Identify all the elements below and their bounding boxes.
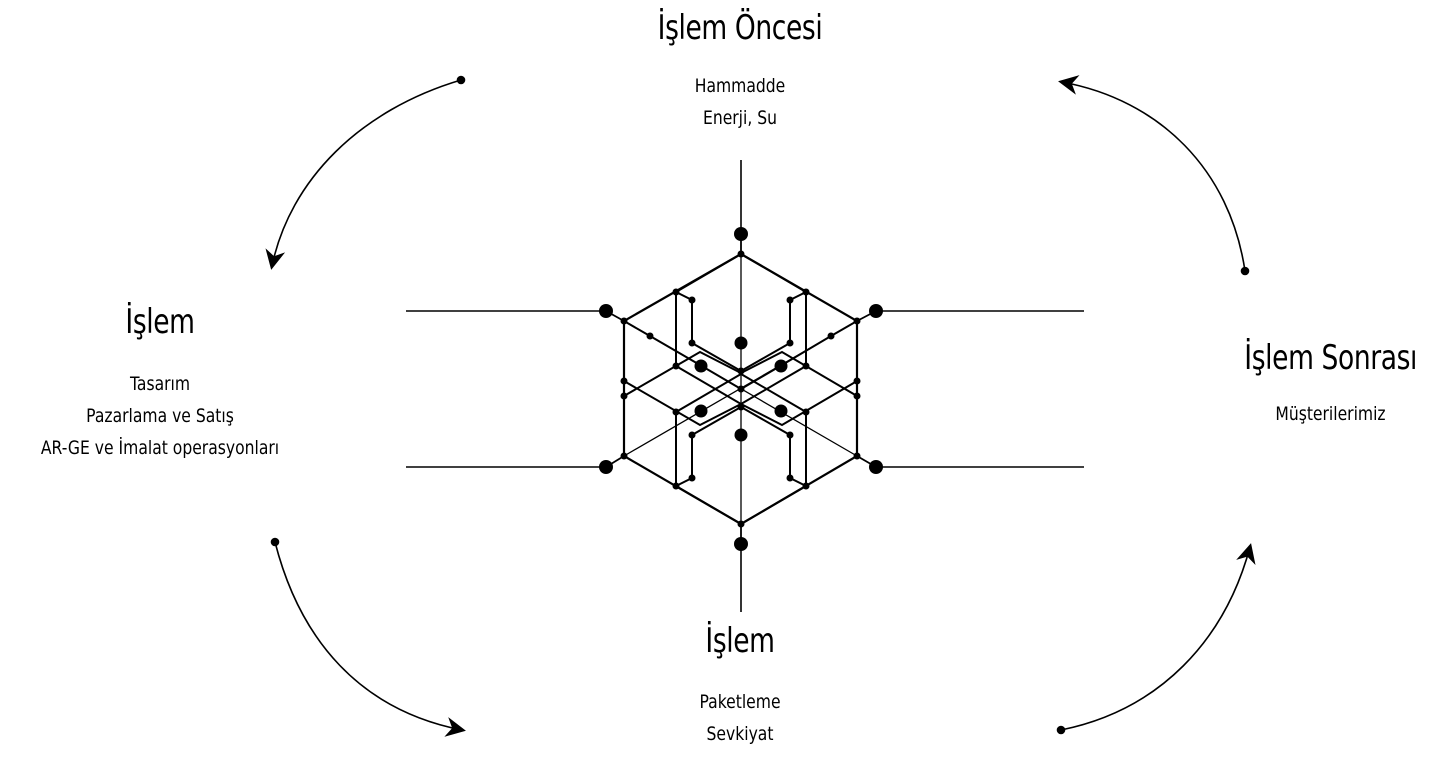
atom xyxy=(694,359,708,373)
atom xyxy=(853,377,861,385)
atom xyxy=(786,296,794,304)
atom xyxy=(802,362,810,370)
process-left-item: Pazarlama ve Satış xyxy=(86,405,234,427)
arrow-start-dot xyxy=(270,537,280,547)
connector-lines xyxy=(406,160,1084,612)
atom xyxy=(688,339,696,347)
atom xyxy=(672,408,680,416)
petal xyxy=(675,291,742,372)
atom xyxy=(737,403,745,411)
atom xyxy=(688,474,696,482)
petal xyxy=(740,321,858,427)
petal xyxy=(623,350,742,456)
petal xyxy=(740,406,807,487)
inner-petals xyxy=(623,253,858,525)
atom xyxy=(786,339,794,347)
atom xyxy=(734,336,748,350)
arrow-bottom-to-right xyxy=(1060,543,1256,731)
process-bottom-block: İşlem Paketleme Sevkiyat xyxy=(620,612,860,750)
process-left-item: Tasarım xyxy=(129,373,191,395)
post-process-item: Müşterilerimiz xyxy=(1275,403,1386,425)
atom xyxy=(802,408,810,416)
petal xyxy=(740,291,807,372)
atom xyxy=(774,404,788,418)
atom xyxy=(869,460,883,474)
atom xyxy=(599,460,613,474)
atom xyxy=(688,296,696,304)
process-bottom-title: İşlem xyxy=(705,621,775,661)
arrow-start-dot xyxy=(456,75,466,85)
atom xyxy=(774,359,788,373)
cycle-arrows xyxy=(265,75,1256,737)
pre-process-block: İşlem Öncesi Hammadde Enerji, Su xyxy=(620,6,860,134)
pre-process-item: Hammadde xyxy=(694,75,786,97)
arrow-right-to-top xyxy=(1058,75,1246,272)
molecule-hexagon-icon xyxy=(599,227,883,551)
atom xyxy=(737,520,745,528)
arrow-left-to-bottom xyxy=(274,541,466,737)
atom xyxy=(853,392,861,400)
atom xyxy=(853,452,861,460)
petal xyxy=(623,320,742,390)
atom xyxy=(620,392,628,400)
atom xyxy=(827,332,835,340)
atom xyxy=(694,404,708,418)
atom xyxy=(599,304,613,318)
arrow-start-dot xyxy=(1240,266,1250,276)
atom xyxy=(672,482,680,490)
atom xyxy=(620,377,628,385)
atom xyxy=(734,537,748,551)
atom xyxy=(688,431,696,439)
atom xyxy=(853,317,861,325)
atom xyxy=(734,428,748,442)
pre-process-title: İşlem Öncesi xyxy=(657,8,823,48)
atom xyxy=(734,227,748,241)
process-bottom-item: Sevkiyat xyxy=(706,723,774,745)
atom xyxy=(620,452,628,460)
atom xyxy=(786,431,794,439)
process-left-block: İşlem Tasarım Pazarlama ve Satış AR-GE v… xyxy=(0,290,320,464)
petal xyxy=(675,406,742,487)
process-bottom-item: Paketleme xyxy=(699,691,781,713)
atom xyxy=(672,362,680,370)
atom xyxy=(646,332,654,340)
petal xyxy=(740,373,807,525)
petal xyxy=(740,253,807,405)
process-left-item: AR-GE ve İmalat operasyonları xyxy=(40,437,280,459)
atom xyxy=(737,367,745,375)
atom xyxy=(802,288,810,296)
atom xyxy=(786,474,794,482)
atom xyxy=(620,317,628,325)
petal xyxy=(675,373,742,525)
atom xyxy=(802,482,810,490)
atom xyxy=(869,304,883,318)
petal xyxy=(675,253,742,405)
arrow-start-dot xyxy=(1056,725,1066,735)
petal xyxy=(740,320,858,390)
atom xyxy=(737,385,745,393)
petal xyxy=(740,350,858,456)
large-atoms xyxy=(599,227,883,551)
arrow-top-to-left xyxy=(265,79,462,270)
pre-process-item: Enerji, Su xyxy=(702,107,778,129)
atom xyxy=(737,250,745,258)
process-left-title: İşlem xyxy=(125,302,195,342)
atom xyxy=(672,288,680,296)
small-atoms xyxy=(620,250,861,528)
post-process-title: İşlem Sonrası xyxy=(1244,338,1418,378)
petal xyxy=(623,321,742,427)
post-process-block: İşlem Sonrası Müşterilerimiz xyxy=(1220,334,1441,430)
